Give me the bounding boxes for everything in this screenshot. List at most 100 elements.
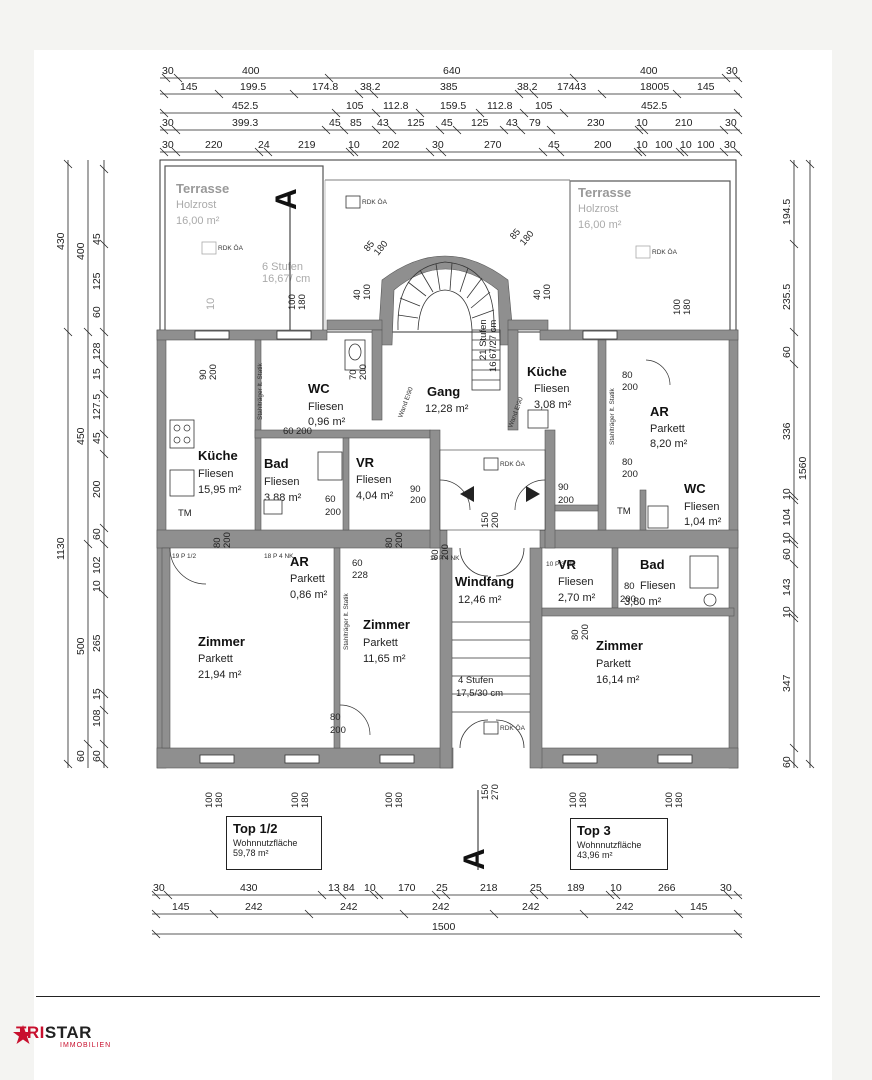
gang-name: Gang [427,384,460,399]
ar-right-door2-a: 80 [622,457,633,468]
dim-bottom-r1-11: 266 [658,882,676,894]
ar-left-door-b: 228 [352,570,368,581]
dim-top-r3-1: 105 [346,100,364,112]
spiral-staircase [397,261,501,391]
stairs-bottom-label: 4 Stufen [458,675,493,686]
dim-top-r5-10: 10 [636,139,648,151]
dim-right-fine-1: 235.5 [781,284,793,310]
terrace-left: Terrasse Holzrost 16,00 m² RDK ÖA 10 6 S… [164,165,324,332]
ar-right-door-a: 80 [622,370,633,381]
kueche-right-name: Küche [527,364,567,379]
dim-top-r4-7: 125 [471,117,489,129]
entry-stairs [452,547,530,749]
dim-top-r5-14: 30 [724,139,736,151]
star-icon [13,1025,33,1044]
dimension-labels-left: 430 1130 450 500 400 45 125 60 128 15 12… [55,232,103,762]
dim-top-r2-1: 199.5 [240,81,266,93]
bad-right-area: 3,80 m² [624,596,662,608]
dimension-chain-left [63,159,109,769]
zimmer-mid-door-b: 200 [330,725,346,736]
bad-left-door2-a: 60 [325,494,336,505]
logo-text-dark: STAR [44,1023,92,1042]
dim-right-fine-2: 60 [781,346,793,358]
terrasse-left-rdk: RDK ÖA [218,244,244,252]
dim-top-r3-4: 112.8 [487,100,513,112]
dim-top-r4-6: 45 [441,117,453,129]
terrasse-left-finish: Holzrost [176,199,216,211]
dim-left-outer-0: 430 [55,232,67,250]
dim-top-r2-4: 385 [440,81,458,93]
windows-bottom [199,754,693,764]
dim-bottom-r1-4: 10 [364,882,376,894]
win-85-left-b: 180 [372,239,391,258]
vr-left-door-b: 200 [410,495,426,506]
dim-top-r4-12: 210 [675,117,693,129]
kueche-left-name: Küche [198,448,238,463]
win-bot-4a: 100 [568,792,579,808]
win-bot-1b: 180 [214,792,225,808]
win-top-left-b: 180 [297,294,308,310]
bottom-rule [36,996,820,997]
landing-150-a: 150 [480,512,491,528]
ar-left-name: AR [290,554,309,569]
unit-label-top-3: Wohnnutzfläche [577,840,642,850]
tm-left: TM [178,508,192,519]
door-main-3a: 80 [430,549,441,560]
dim-bottom-r2-4: 242 [522,901,540,913]
nk-label-3: 15 P 4 NK [430,555,460,562]
zimmer-mid-door-a: 80 [330,712,341,723]
dim-top-r1-1: 400 [242,65,260,77]
zimmer-right-area: 16,14 m² [596,674,640,686]
zimmer-right-name: Zimmer [596,638,643,653]
dim-top-r5-7: 270 [484,139,502,151]
win-stair-40c: 40 [532,289,543,300]
ar-right-name: AR [650,404,669,419]
wc-right-area: 1,04 m² [684,516,722,528]
nk-label: 18 P 4 NK [264,553,294,560]
dim-top-r5-1: 220 [205,139,223,151]
dim-right-fine-0: 194.5 [781,199,793,225]
ar-right-area: 8,20 m² [650,438,688,450]
entry-270: 270 [490,784,501,800]
dim-top-r3-2: 112.8 [383,100,409,112]
dimension-chain-right [789,159,815,769]
zimmer-right-door-a: 80 [570,629,581,640]
stahltraeger-mid: Stahlträger lt. Statik [343,593,350,650]
dim-top-r1-3: 400 [640,65,658,77]
dimension-labels-right: 194.5 235.5 60 336 10 104 10 60 143 10 3… [781,199,809,768]
win-top-right-b: 180 [682,299,693,315]
win-bot-4b: 180 [578,792,589,808]
dim-right-fine-7: 60 [781,548,793,560]
dim-right-fine-3: 336 [781,422,793,440]
zimmer-mid-finish: Parkett [363,637,398,649]
dim-left-fine-5: 127.5 [91,394,103,420]
wc-left-finish: Fliesen [308,401,343,413]
tristar-logo: TRISTAR IMMOBILIEN [12,1024,111,1049]
ar-right-door-b: 200 [622,382,638,393]
dim-left-fine-3: 128 [91,342,103,360]
zimmer-mid-area: 11,65 m² [363,653,406,665]
dim-top-r1-4: 30 [726,65,738,77]
kueche-right-area: 3,08 m² [534,399,572,411]
dim-right-fine-10: 347 [781,674,793,692]
dim-bottom-r1-10: 10 [610,882,622,894]
vr-right-finish: Fliesen [558,576,593,588]
win-stair-40d: 100 [542,284,553,300]
unit-box-top-1-2: Top 1/2 Wohnnutzfläche 59,78 m² [226,816,322,870]
dim-top-r3-0: 452.5 [232,100,258,112]
win-top-right-a: 100 [672,299,683,315]
bad-right-finish: Fliesen [640,580,675,592]
bad-left-door2-b: 200 [325,507,341,518]
dim-bottom-r1-7: 218 [480,882,498,894]
kueche-right-finish: Fliesen [534,383,569,395]
dim-top-r5-6: 30 [432,139,444,151]
dim-top-r4-3: 85 [350,117,362,129]
dim-top-r5-3: 219 [298,139,316,151]
dim-right-fine-9: 10 [781,606,793,618]
win-stair-40a: 40 [352,289,363,300]
win-bot-5b: 180 [674,792,685,808]
section-mark-top: A [270,188,303,210]
ar-right-door2-b: 200 [622,469,638,480]
dim-left-fine-9: 102 [91,556,103,574]
